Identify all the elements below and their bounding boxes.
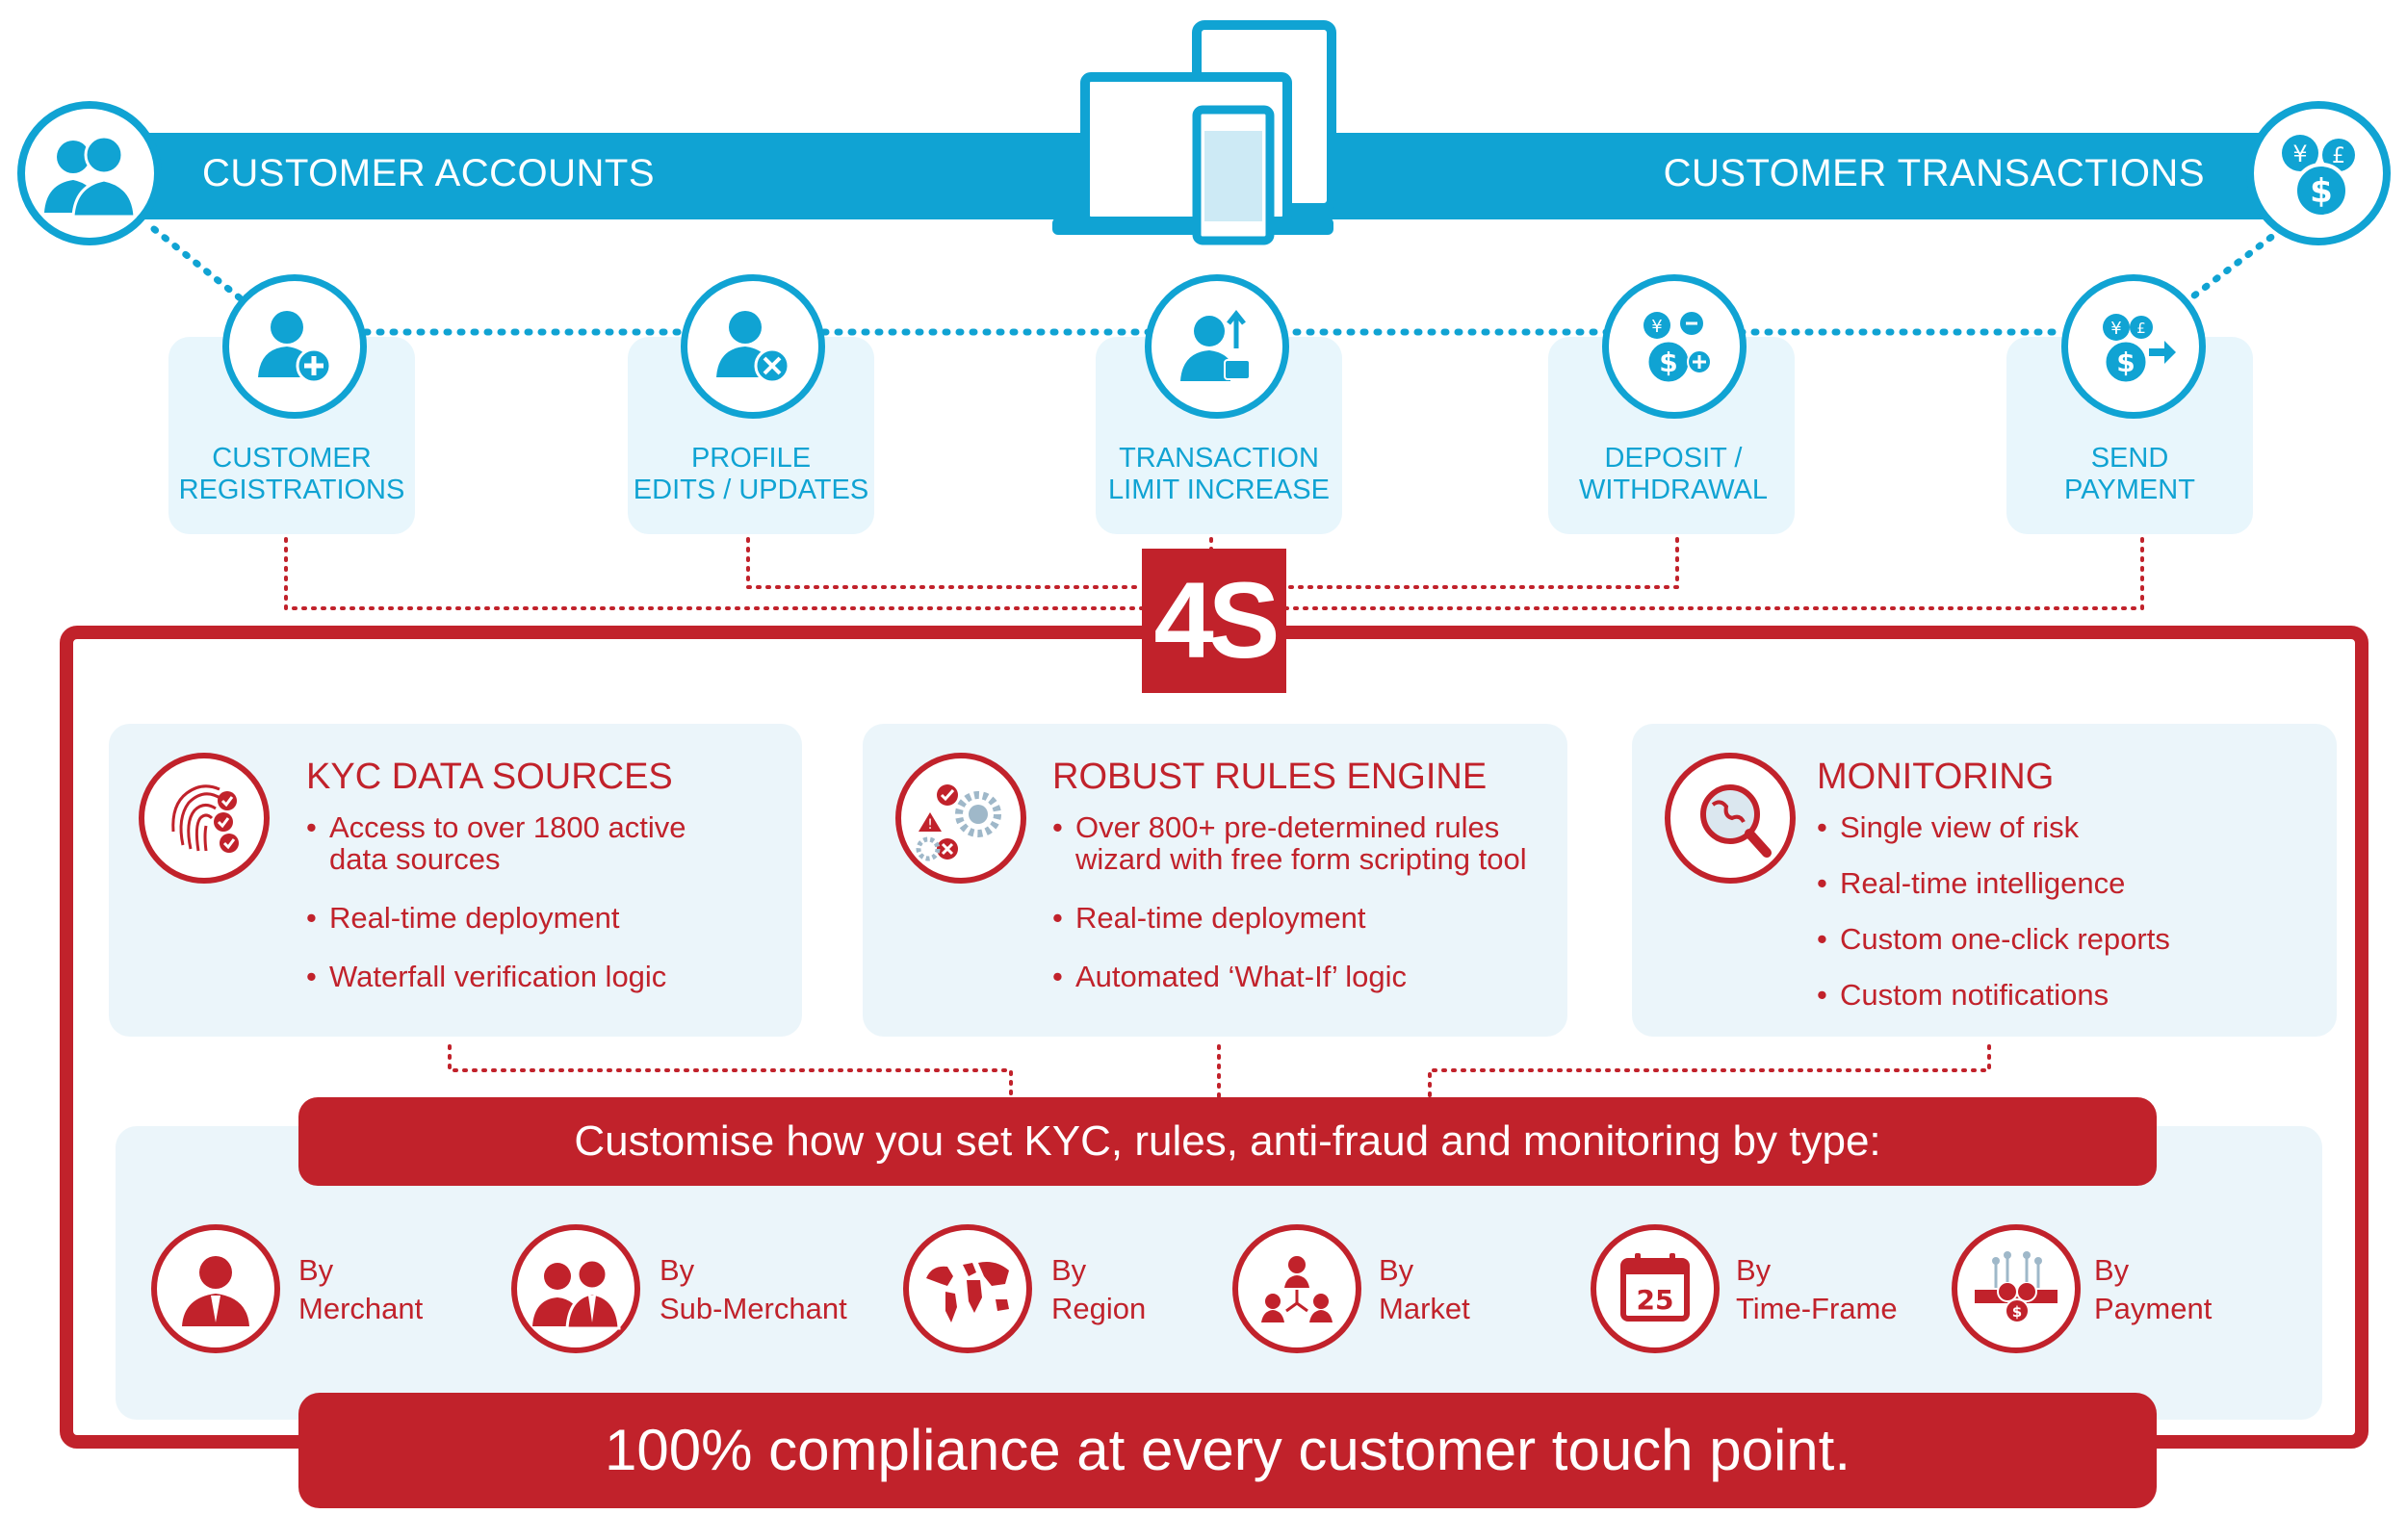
world-map-icon	[903, 1224, 1032, 1353]
monitoring-bullets: Single view of risk Real-time intelligen…	[1817, 811, 2170, 1035]
list-item: Real-time intelligence	[1817, 867, 2170, 899]
customer-transactions-title: CUSTOMER TRANSACTIONS	[1663, 152, 2205, 194]
svg-text:!: !	[927, 817, 933, 833]
svg-text:¥: ¥	[2292, 141, 2307, 167]
svg-text:$: $	[2012, 1303, 2022, 1321]
step-label-deposit: DEPOSIT /WITHDRAWAL	[1578, 443, 1768, 505]
customise-banner: Customise how you set KYC, rules, anti-f…	[298, 1097, 2157, 1186]
magnifier-globe-icon	[1665, 753, 1796, 884]
footer-banner: 100% compliance at every customer touch …	[298, 1393, 2157, 1508]
svg-text:£: £	[2332, 144, 2345, 168]
svg-text:£: £	[2136, 320, 2146, 337]
edit-user-icon	[681, 274, 825, 419]
list-item: Custom notifications	[1817, 979, 2170, 1011]
svg-text:¥: ¥	[2110, 319, 2121, 339]
send-payment-icon: ¥ £ $	[2061, 274, 2206, 419]
logo-4s: 4S	[1142, 549, 1286, 693]
limit-increase-icon	[1145, 274, 1289, 419]
rules-gears-icon: !	[895, 753, 1026, 884]
customer-accounts-title: CUSTOMER ACCOUNTS	[202, 152, 656, 194]
fingerprint-icon	[139, 753, 270, 884]
customers-icon	[17, 101, 162, 245]
list-item: Single view of risk	[1817, 811, 2170, 843]
svg-text:$: $	[2116, 346, 2135, 378]
svg-text:$: $	[1659, 346, 1677, 378]
list-item: Automated ‘What-If’ logic	[1052, 961, 1527, 992]
merchant-icon	[151, 1224, 280, 1353]
svg-text:¥: ¥	[1651, 317, 1662, 337]
deposit-withdrawal-icon: ¥ $	[1602, 274, 1747, 419]
list-item: Real-time deployment	[1052, 902, 1527, 934]
devices-icon	[1045, 17, 1353, 248]
add-user-icon	[222, 274, 367, 419]
svg-text:25: 25	[1637, 1284, 1674, 1316]
list-item: Real-time deployment	[306, 902, 686, 934]
monitoring-title: MONITORING	[1817, 757, 2055, 797]
payment-icon: $	[1952, 1224, 2081, 1353]
calendar-icon: 25	[1591, 1224, 1720, 1353]
svg-text:$: $	[2310, 172, 2333, 211]
sub-merchant-icon	[511, 1224, 640, 1353]
list-item: Custom one-click reports	[1817, 923, 2170, 955]
kyc-title: KYC DATA SOURCES	[306, 757, 673, 797]
rules-title: ROBUST RULES ENGINE	[1052, 757, 1488, 797]
list-item: Waterfall verification logic	[306, 961, 686, 992]
market-icon	[1232, 1224, 1361, 1353]
currency-icon: ¥ £ $	[2246, 101, 2391, 245]
